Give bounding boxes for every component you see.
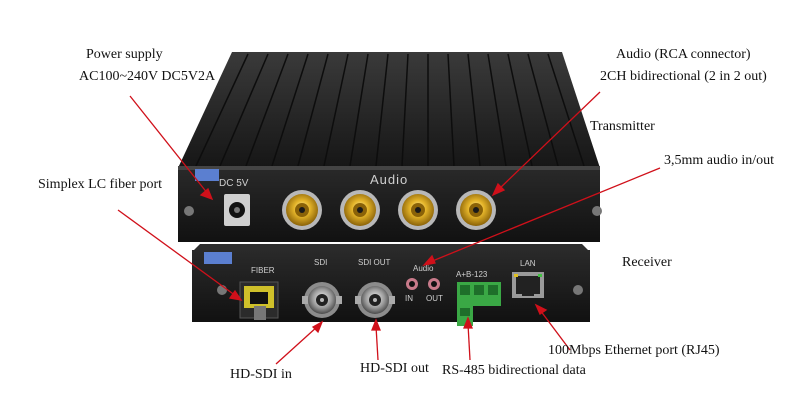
screw-icon bbox=[573, 285, 583, 295]
annotation-arrows bbox=[117, 91, 661, 365]
ethernet-label: 100Mbps Ethernet port (RJ45) bbox=[548, 343, 720, 358]
transmitter-label: Transmitter bbox=[590, 119, 655, 134]
mini-audio-label: 3,5mm audio in/out bbox=[664, 153, 775, 168]
lan-panel-label: LAN bbox=[520, 259, 536, 268]
audio-label-line1: Audio (RCA connector) bbox=[616, 47, 751, 62]
rs485-label: RS-485 bidirectional data bbox=[442, 363, 586, 378]
power-label-line2: AC100~240V DC5V2A bbox=[79, 69, 216, 84]
out-panel-label: OUT bbox=[426, 294, 443, 303]
lc-fiber-port bbox=[239, 281, 279, 320]
sdi-out-panel-label: SDI OUT bbox=[358, 258, 391, 267]
fiber-port-label: Simplex LC fiber port bbox=[38, 177, 163, 192]
rca-connector bbox=[282, 190, 322, 230]
fiber-panel-label: FIBER bbox=[251, 266, 275, 275]
audio-label-line2: 2CH bidirectional (2 in 2 out) bbox=[600, 69, 767, 84]
sticker bbox=[204, 252, 232, 264]
receiver-label: Receiver bbox=[622, 255, 672, 270]
heatsink-grooves bbox=[195, 53, 585, 167]
audio-panel-label: Audio bbox=[370, 172, 409, 187]
sticker bbox=[195, 169, 219, 181]
power-label-line1: Power supply bbox=[86, 47, 163, 62]
bnc-connector-in bbox=[302, 282, 342, 318]
rca-connector bbox=[398, 190, 438, 230]
dc-label: DC 5V bbox=[219, 178, 249, 189]
screw-icon bbox=[592, 206, 602, 216]
rca-connector bbox=[340, 190, 380, 230]
rca-connector bbox=[456, 190, 496, 230]
in-panel-label: IN bbox=[405, 294, 413, 303]
sdi-out-label: HD-SDI out bbox=[360, 361, 429, 376]
transmitter-unit bbox=[178, 52, 602, 242]
audio-small-panel-label: Audio bbox=[413, 264, 434, 273]
sdi-panel-label: SDI bbox=[314, 258, 328, 267]
transmitter-top-lid bbox=[178, 52, 600, 168]
bnc-connector-out bbox=[355, 282, 395, 318]
rs485-panel-label: A+B-123 bbox=[456, 270, 488, 279]
screw-icon bbox=[184, 206, 194, 216]
rj45-lan-port bbox=[512, 272, 544, 298]
sdi-in-label: HD-SDI in bbox=[230, 367, 292, 382]
receiver-unit bbox=[192, 244, 590, 326]
rs485-terminal-block bbox=[457, 282, 501, 326]
